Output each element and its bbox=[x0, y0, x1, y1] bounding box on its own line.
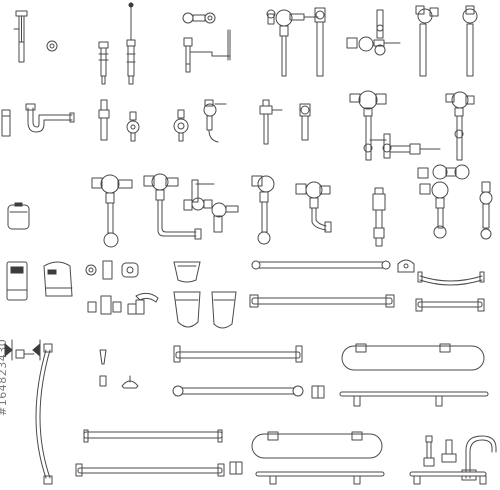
towel-bar-icon bbox=[255, 471, 385, 485]
grab-bar-icon bbox=[251, 260, 391, 270]
glass-shelf-icon bbox=[251, 431, 383, 459]
vacuum-breaker-icon bbox=[346, 9, 401, 56]
pop-up-drain-icon bbox=[13, 10, 28, 63]
grab-bar-icon bbox=[35, 343, 53, 485]
paper-towel-dispenser-icon bbox=[6, 261, 28, 301]
towel-bar-icon bbox=[415, 298, 485, 312]
urinal-icon bbox=[211, 291, 237, 329]
faucet-tailpiece-icon bbox=[98, 41, 109, 85]
flush-valve-icon bbox=[349, 90, 441, 161]
vacuum-breaker-icon bbox=[441, 439, 457, 463]
towel-bar-icon bbox=[249, 294, 395, 308]
flush-valve-icon bbox=[445, 91, 475, 161]
toilet-flush-valve-icon bbox=[295, 181, 332, 233]
soap-dispenser-icon bbox=[7, 202, 30, 230]
flush-valve-icon bbox=[372, 187, 386, 247]
paper-holder-icon bbox=[311, 385, 325, 399]
supply-stop-icon bbox=[415, 5, 439, 77]
towel-bar-icon bbox=[75, 463, 225, 477]
drain-stopper-icon bbox=[99, 349, 139, 389]
hand-dryer-icon bbox=[43, 261, 73, 297]
urinal-icon bbox=[173, 261, 201, 328]
urinal-flush-valve-icon bbox=[299, 103, 311, 141]
watermark-code: #164823430 bbox=[0, 339, 9, 416]
supply-stop-icon bbox=[479, 181, 493, 240]
grab-bar-icon bbox=[172, 385, 304, 397]
supply-stop-icon bbox=[423, 435, 435, 467]
angle-stop-valve-icon bbox=[182, 12, 231, 73]
robe-hook-icon bbox=[397, 259, 415, 273]
supply-stop-icon bbox=[126, 111, 140, 142]
urinal-flush-valve-icon bbox=[203, 99, 227, 143]
flush-valve-icon bbox=[266, 7, 326, 77]
urinal-flush-valve-icon bbox=[259, 99, 283, 145]
flush-valve-icon bbox=[126, 2, 136, 85]
supply-stop-icon bbox=[98, 99, 110, 141]
towel-bar-icon bbox=[173, 345, 303, 363]
grab-bar-icon bbox=[417, 271, 485, 286]
robe-hook-icon bbox=[229, 461, 243, 475]
vacuum-breaker-icon bbox=[183, 179, 239, 233]
p-trap-icon bbox=[25, 103, 75, 133]
towel-bar-icon bbox=[83, 429, 223, 443]
toilet-flush-valve-icon bbox=[143, 173, 202, 240]
towel-bar-icon bbox=[339, 391, 489, 407]
towel-bar-icon bbox=[409, 471, 487, 485]
toilet-flush-valve-icon bbox=[251, 175, 275, 245]
glass-shelf-icon bbox=[341, 343, 485, 371]
supply-stop-icon bbox=[462, 5, 478, 77]
lavatory-faucet-icon bbox=[87, 292, 159, 315]
drain-ring-icon bbox=[85, 260, 139, 280]
supply-stop-icon bbox=[173, 109, 189, 142]
tailpiece-icon bbox=[1, 109, 11, 137]
angle-stop-valve-icon bbox=[4, 339, 41, 361]
flush-valve-icon bbox=[417, 164, 470, 239]
drain-ring-icon bbox=[46, 40, 58, 52]
toilet-flush-valve-icon bbox=[91, 174, 133, 248]
